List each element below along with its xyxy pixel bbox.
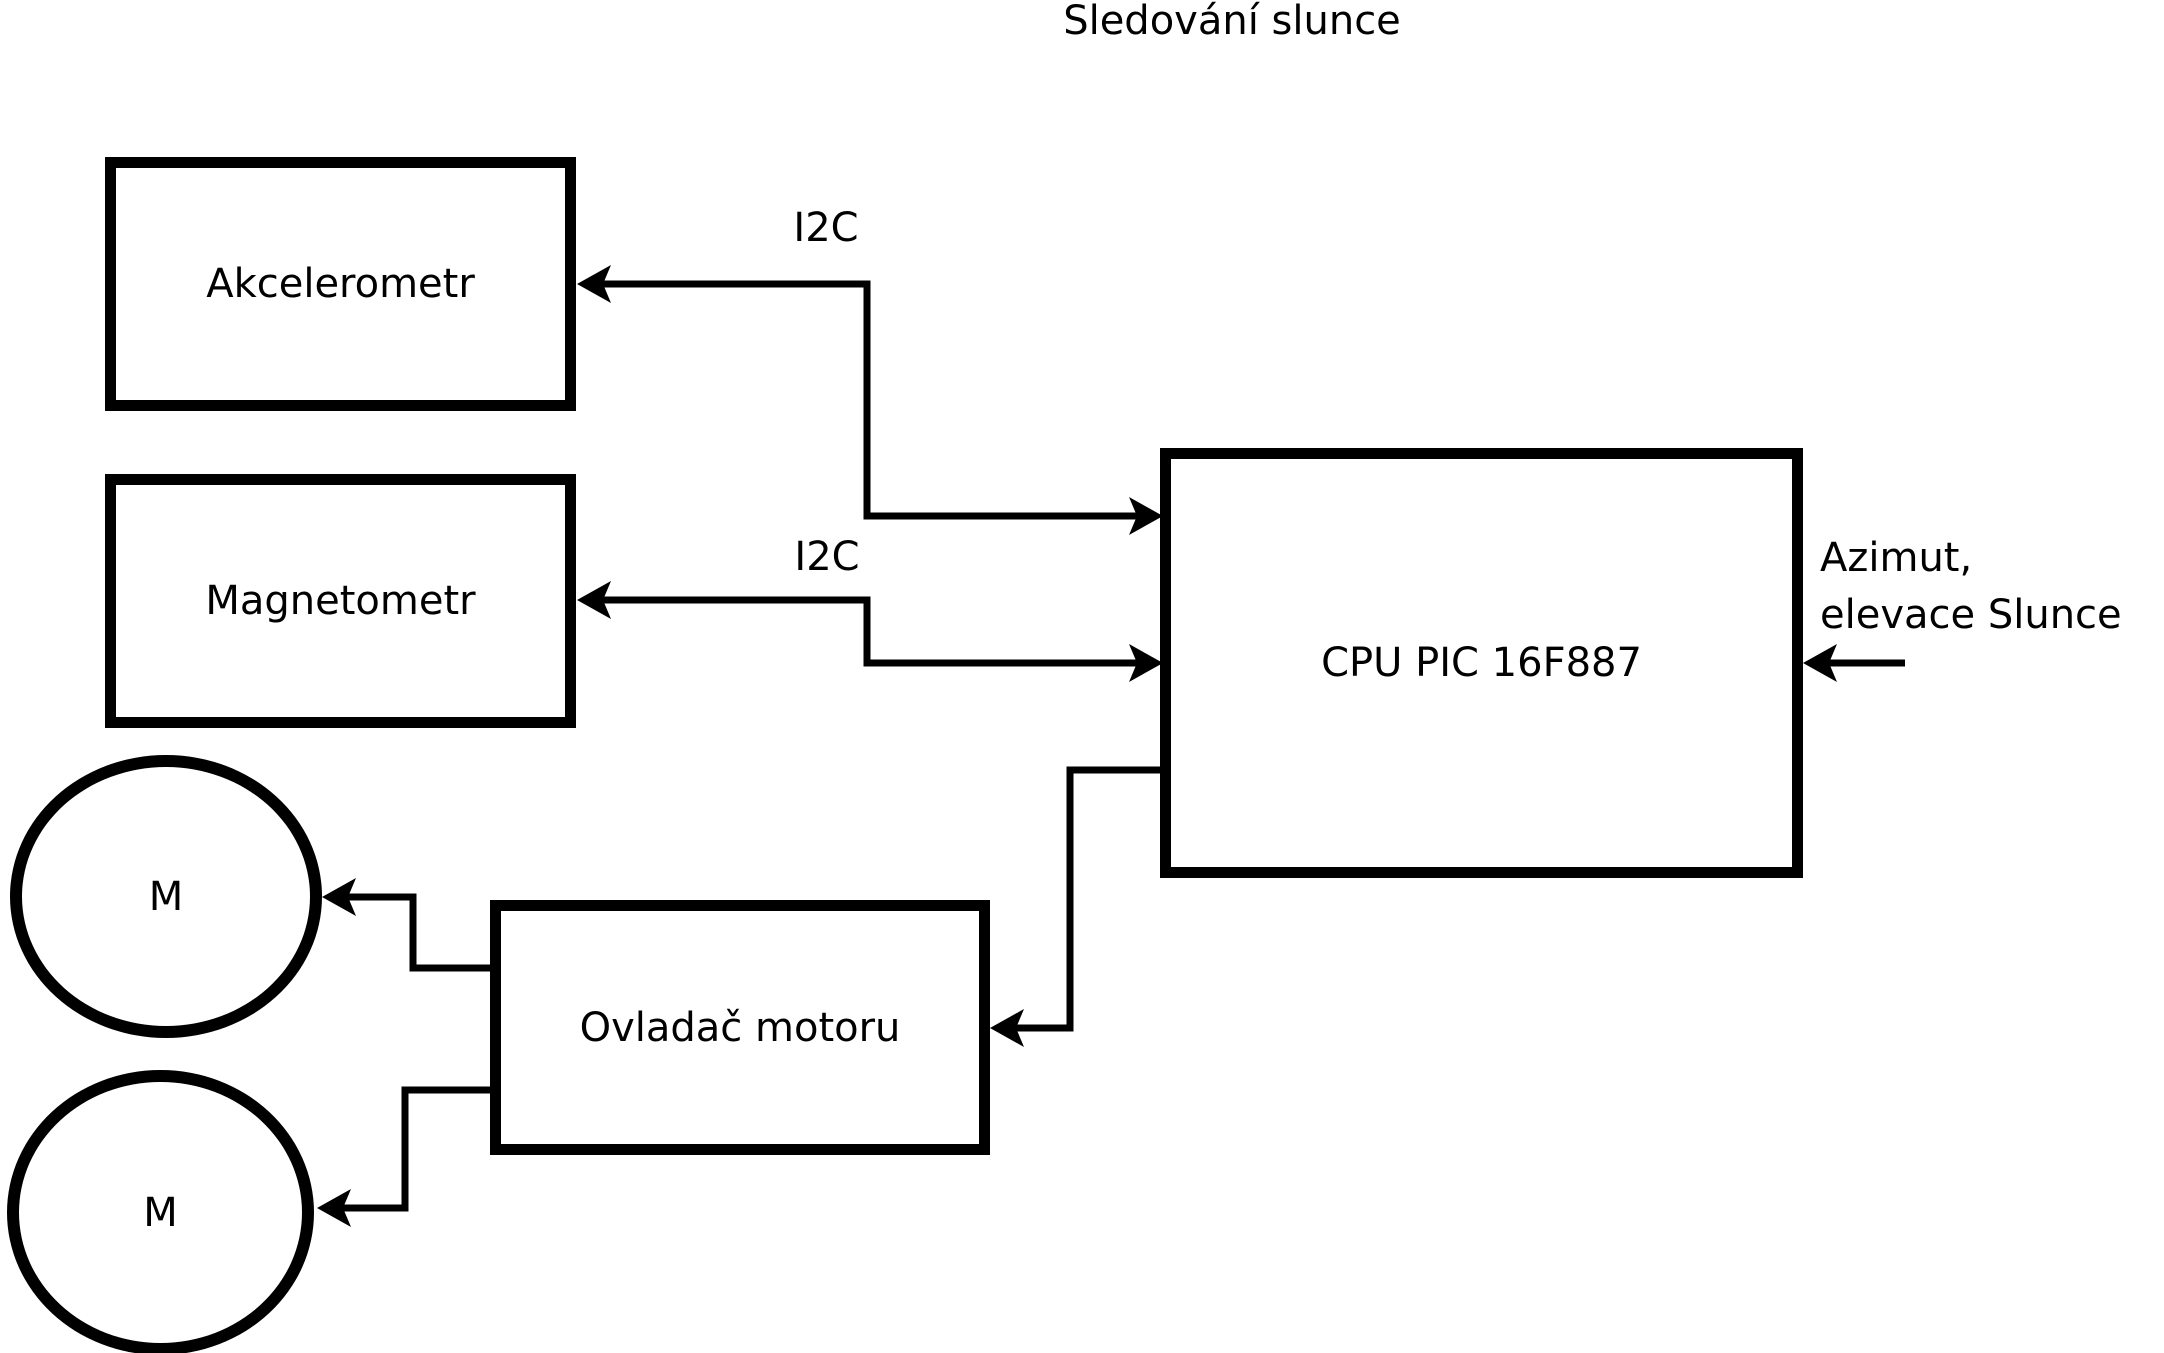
arrowhead-into-motor-driver bbox=[990, 1009, 1024, 1047]
node-motor-top-label: M bbox=[148, 873, 184, 920]
node-motor-bottom: M bbox=[7, 1070, 314, 1353]
arrowhead-into-motor-bottom bbox=[317, 1189, 351, 1227]
edge-label-i2c-bottom: I2C bbox=[794, 534, 860, 580]
node-motor-top: M bbox=[10, 755, 322, 1038]
node-akcelerometr: Akcelerometr bbox=[105, 157, 576, 411]
connector-cpu-magnetometr bbox=[603, 596, 1137, 667]
arrowhead-into-cpu-mid bbox=[1129, 644, 1163, 682]
diagram-title: Sledování slunce bbox=[1063, 0, 1401, 44]
node-akcelerometr-label: Akcelerometr bbox=[206, 261, 475, 307]
edge-label-azimut-line2: elevace Slunce bbox=[1820, 592, 2122, 638]
connector-cpu-akcelerometr bbox=[603, 280, 1137, 520]
edge-label-azimut: Azimut, elevace Slunce bbox=[1820, 530, 2122, 644]
arrowhead-into-magnetometr bbox=[577, 581, 611, 619]
connector-cpu-motor-driver bbox=[1016, 766, 1160, 1032]
edge-label-i2c-top: I2C bbox=[793, 205, 859, 251]
node-magnetometr-label: Magnetometr bbox=[205, 578, 476, 624]
arrowhead-into-motor-top bbox=[322, 878, 356, 916]
arrowhead-into-cpu-top bbox=[1129, 497, 1163, 535]
node-motor-driver-label: Ovladač motoru bbox=[579, 1004, 901, 1051]
arrowhead-azimut-into-cpu bbox=[1803, 644, 1837, 682]
node-magnetometr: Magnetometr bbox=[105, 474, 576, 728]
arrowhead-into-akcelerometr bbox=[577, 265, 611, 303]
node-motor-driver: Ovladač motoru bbox=[490, 900, 990, 1155]
node-cpu-label: CPU PIC 16F887 bbox=[1321, 640, 1642, 686]
edge-label-azimut-line1: Azimut, bbox=[1820, 535, 1973, 581]
node-motor-bottom-label: M bbox=[143, 1189, 178, 1236]
connector-driver-motor-top bbox=[348, 893, 495, 972]
connector-driver-motor-bottom bbox=[343, 1086, 495, 1212]
node-cpu: CPU PIC 16F887 bbox=[1160, 448, 1803, 878]
